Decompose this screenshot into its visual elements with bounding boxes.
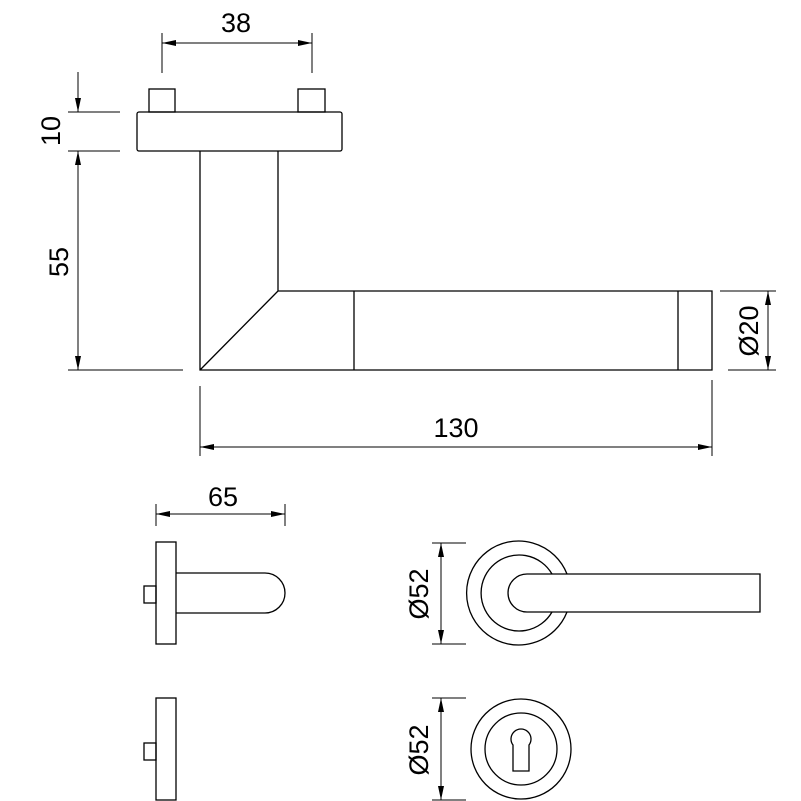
dimension-label-55: 55 <box>44 247 74 277</box>
dimension-130: 130 <box>199 380 713 456</box>
escutcheon-side-view <box>143 697 177 801</box>
dimension-label-d52-key: Ø52 <box>404 724 434 775</box>
dimension-label-65: 65 <box>208 482 238 512</box>
dimension-label-d52-lever: Ø52 <box>404 568 434 619</box>
dimension-38: 38 <box>161 8 313 73</box>
dimension-label-130: 130 <box>433 413 478 443</box>
dimension-diameter-52-lever: Ø52 <box>404 542 466 645</box>
dimension-diameter-20: Ø20 <box>720 290 776 371</box>
escutcheon-front-view <box>470 698 572 800</box>
dimension-10: 10 <box>36 72 120 152</box>
rosette-profile <box>136 111 343 152</box>
lever-top-view <box>136 88 713 400</box>
lever-body <box>199 151 713 371</box>
keyhole-icon <box>510 728 532 772</box>
dimension-label-38: 38 <box>221 8 251 38</box>
dimension-diameter-52-key: Ø52 <box>404 697 466 801</box>
dimension-55: 55 <box>44 151 183 371</box>
dimension-label-10: 10 <box>36 116 66 146</box>
lever-side-view <box>143 541 286 645</box>
rosette-pin-left <box>148 88 176 113</box>
rosette-pin-right <box>297 88 326 113</box>
lever-front-view <box>465 540 761 646</box>
dimension-label-d20: Ø20 <box>734 305 764 356</box>
dimension-65: 65 <box>155 482 286 526</box>
